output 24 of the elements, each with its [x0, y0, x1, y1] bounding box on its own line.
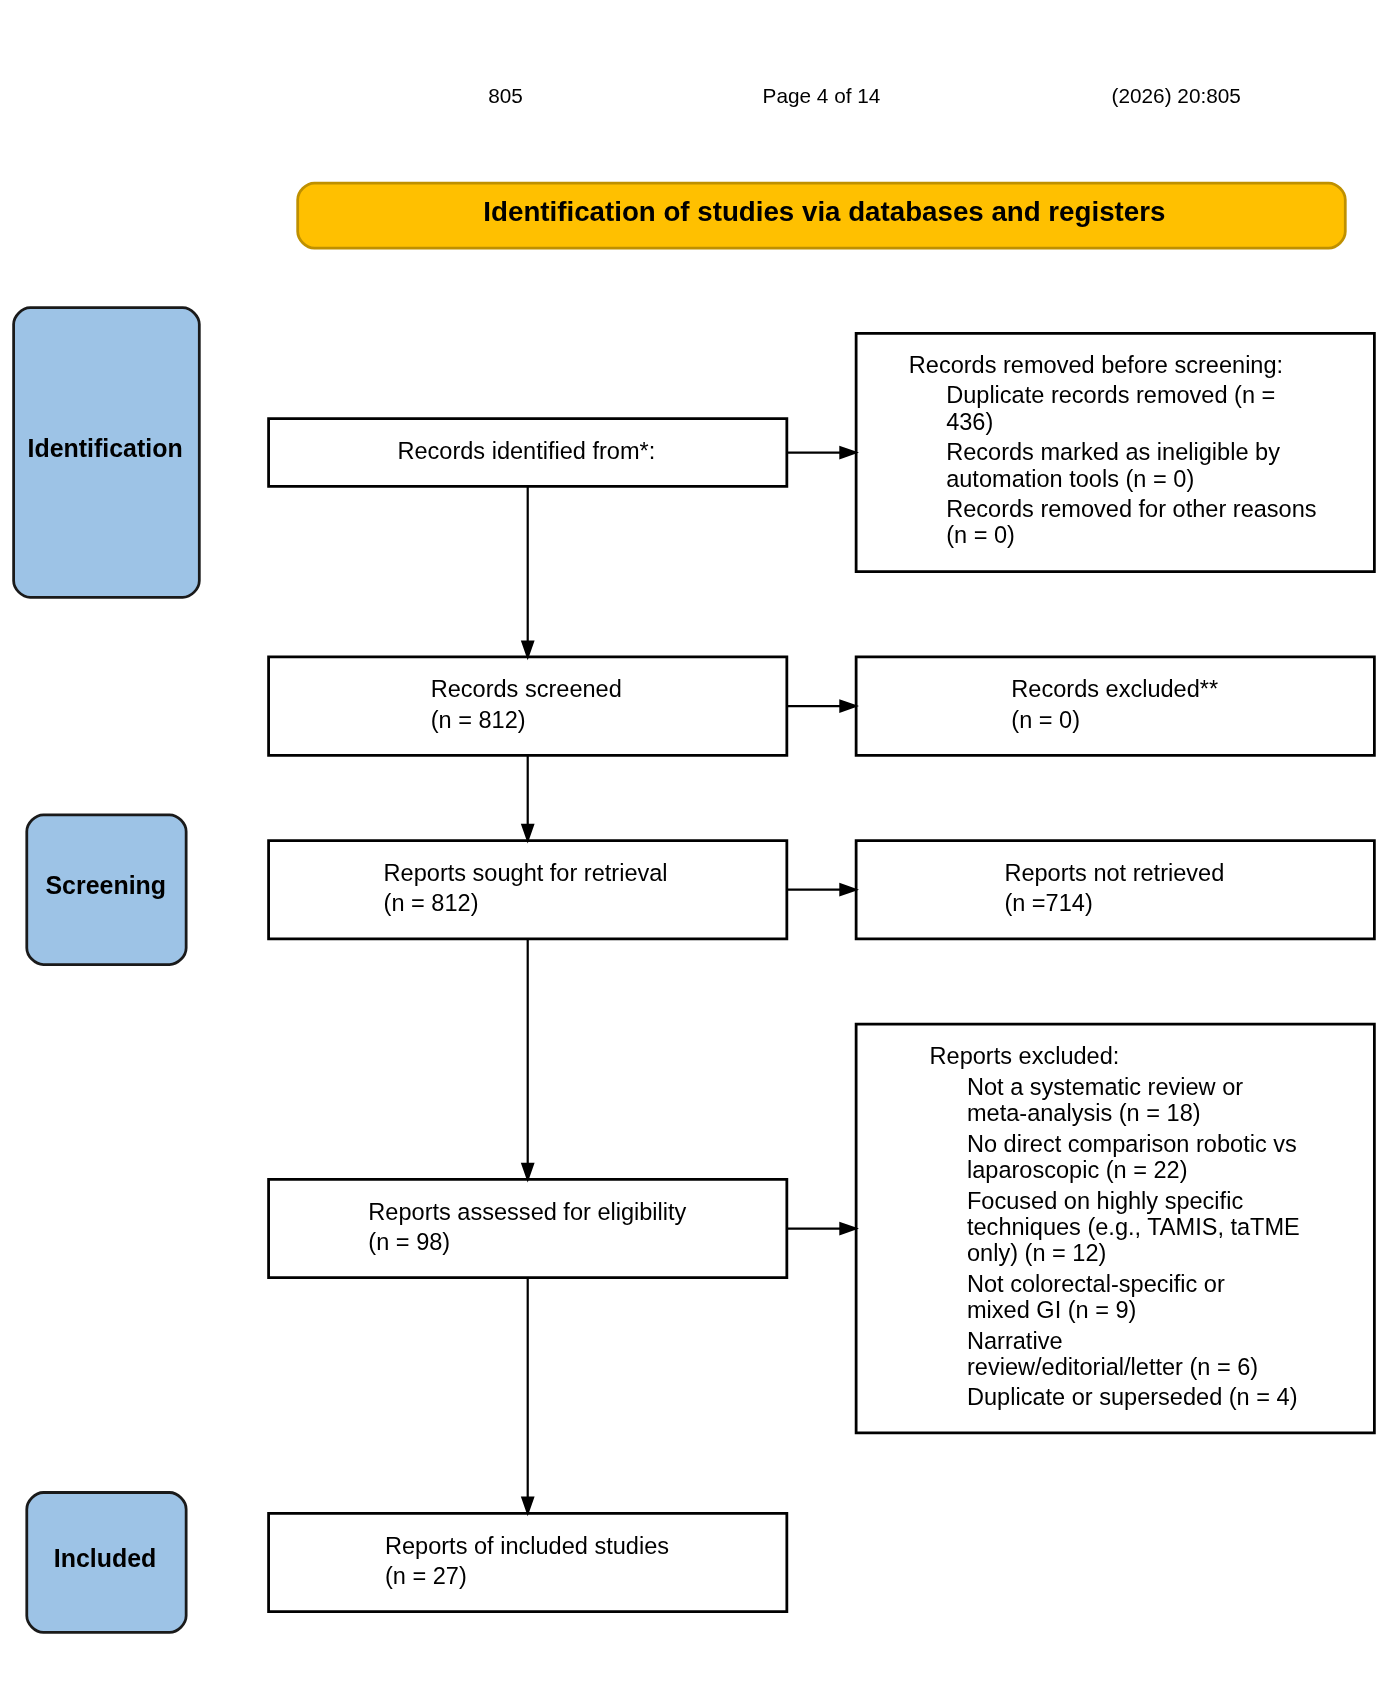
node-box: Reports assessed for eligibility (n = 98) [267, 1177, 789, 1279]
node-box: Reports sought for retrieval (n = 812) [267, 838, 789, 940]
node-box: Reports not retrieved (n =714) [854, 838, 1376, 940]
node-box: Screening [25, 813, 188, 966]
node-box: Reports of included studies (n = 27) [267, 1511, 789, 1613]
node-box: Included [25, 1490, 188, 1634]
node-box: Records identified from*: [267, 416, 789, 488]
node-box: Records screened (n = 812) [267, 655, 789, 757]
node-box: Records removed before screening: Duplicate records removed (n = 436) Records marked as ineligible by automation tools (n = 0) Records removed for other reasons (n = 0) [854, 331, 1376, 573]
label: (2026) 20:805 [1111, 83, 1241, 107]
arrow [520, 938, 535, 1182]
arrow [787, 1221, 859, 1235]
node-box: Records excluded** (n = 0) [854, 655, 1376, 757]
node-box: Identification [12, 305, 201, 599]
label: 805 [488, 83, 523, 107]
arrow [787, 445, 859, 459]
node-box: Reports excluded: Not a systematic review or meta-analysis (n = 18) No direct comparison robotic vs laparoscopic (n = 22) Focused on highly specific techniques (e.g., TAMIS, taTME only) (n = 12) Not colorectal-specific or mixed GI (n = 9) Narrative review/editorial/letter (n = 6) Duplicate or superseded (n = 4) [854, 1022, 1376, 1434]
node-box: Identification of studies via databases and registers [296, 181, 1347, 250]
arrow [787, 882, 859, 897]
arrow [787, 698, 859, 713]
arrow [520, 1277, 535, 1516]
arrow [520, 755, 535, 843]
arrow [520, 486, 535, 660]
label: Page 4 of 14 [762, 83, 881, 107]
